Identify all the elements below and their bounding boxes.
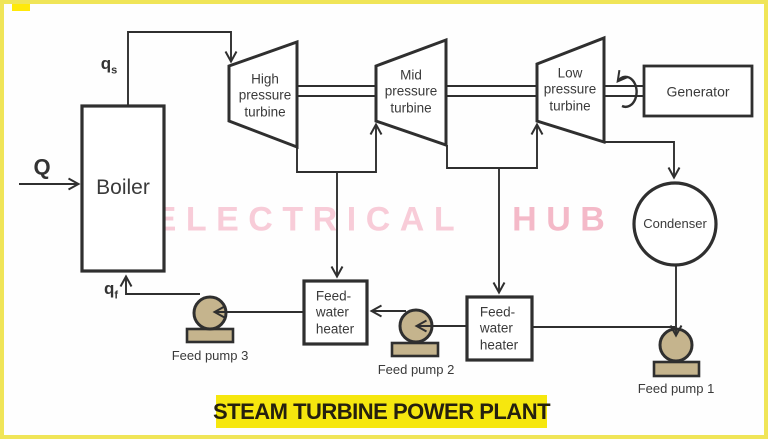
condenser-circle [632, 181, 718, 267]
feedwater-heater-1-box [302, 279, 369, 346]
feed-pump-1-base [652, 360, 701, 378]
diagram-canvas [19, 31, 754, 378]
watermark-word-hub: HUB [512, 200, 615, 239]
boiler-box [80, 104, 166, 273]
mid-pressure-turbine-shape [374, 37, 448, 148]
boiler-to-hp-steam-pipe [127, 31, 231, 106]
high-pressure-turbine-shape [227, 39, 299, 150]
hp-to-mid-crossover-pipe [296, 125, 376, 173]
lp-to-condenser-pipe [604, 141, 674, 177]
feed-pump-2-base [390, 341, 440, 358]
watermark-word-electrical: ELECTRICAL [153, 200, 465, 239]
mid-to-low-crossover-pipe [446, 125, 537, 169]
title-banner: STEAM TURBINE POWER PLANT [212, 395, 551, 428]
shaft-rotation-arrow-icon [618, 77, 638, 108]
generator-box [642, 64, 754, 118]
diagram-title: STEAM TURBINE POWER PLANT [212, 398, 551, 424]
watermark: ELECTRICAL HUB [154, 201, 615, 240]
border-corner-accent [12, 4, 30, 11]
low-pressure-turbine-shape [535, 35, 606, 145]
feed-pump-3-base [185, 327, 235, 344]
pump-3-to-boiler-pipe [126, 277, 200, 295]
feed-pump-3-body [192, 295, 228, 331]
feedwater-heater-2-box [465, 295, 534, 362]
